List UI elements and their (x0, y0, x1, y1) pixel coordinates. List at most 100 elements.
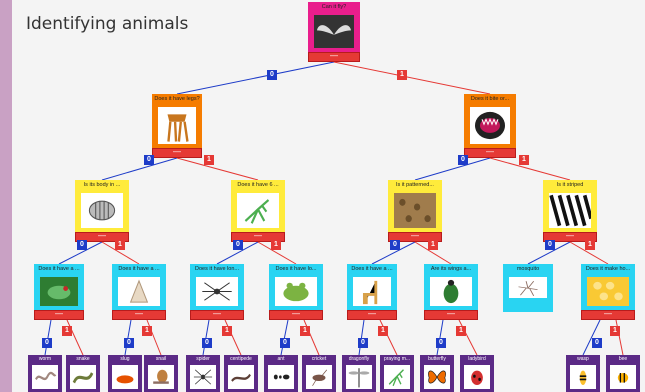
node-image (314, 15, 354, 48)
no-edge (44, 319, 52, 356)
node-image (587, 277, 629, 306)
no-answer-badge: 0 (358, 338, 368, 348)
node-button[interactable]: — (424, 310, 478, 320)
node-image (275, 277, 317, 306)
decision-node[interactable]: Does it make ho... — (581, 264, 635, 320)
giraffe-icon (353, 277, 391, 306)
yes-answer-badge: 1 (519, 155, 529, 165)
yes-answer-badge: 1 (456, 326, 466, 336)
leaf-label: cricket (311, 356, 327, 362)
decision-node[interactable]: Is it patterned...— (388, 180, 442, 242)
node-image (40, 277, 78, 306)
leaf-snake[interactable]: snake (66, 355, 100, 392)
leaf-image (384, 365, 410, 389)
decision-node[interactable]: Does it have a ... — (112, 264, 166, 320)
leaf-ant[interactable]: ant (264, 355, 298, 392)
leaf-centipede[interactable]: centipede (224, 355, 258, 392)
yes-answer-badge: 1 (378, 326, 388, 336)
leaf-dragonfly[interactable]: dragonfly (342, 355, 376, 392)
node-image (237, 193, 279, 228)
decision-node[interactable]: Does it have lo...— (269, 264, 323, 320)
node-label: Does it have a ... (351, 266, 393, 272)
leaf-label: dragonfly (348, 356, 370, 362)
node-button[interactable]: — (190, 310, 244, 320)
node-button[interactable]: — (388, 232, 442, 242)
leaf-slug[interactable]: slug (108, 355, 142, 392)
decision-node[interactable]: Can it fly?— (308, 2, 360, 62)
leaf-snail[interactable]: snail (144, 355, 178, 392)
legs-icon (158, 107, 196, 144)
ant-icon (268, 365, 294, 389)
yes-answer-badge: 1 (585, 240, 595, 250)
node-label: Is it striped (556, 182, 584, 188)
yes-answer-badge: 1 (397, 70, 407, 80)
decision-node[interactable]: Does it have a ...— (34, 264, 84, 320)
decision-node[interactable]: Is its body in ...— (75, 180, 129, 242)
decision-node[interactable]: Does it have legs?— (152, 94, 202, 158)
yes-answer-badge: 1 (204, 155, 214, 165)
worm-icon (32, 365, 58, 389)
leaf-worm[interactable]: worm (28, 355, 62, 392)
beetle-icon (430, 277, 472, 306)
no-edge (280, 319, 289, 356)
no-answer-badge: 0 (280, 338, 290, 348)
node-button[interactable]: — (308, 52, 360, 62)
leaf-image (148, 365, 174, 389)
no-answer-badge: 0 (77, 240, 87, 250)
leaf-wasp[interactable]: wasp (566, 355, 600, 392)
leaf-image (228, 365, 254, 389)
mosquito-icon (509, 277, 547, 298)
decision-node[interactable]: Does it have lon...— (190, 264, 244, 320)
no-edge (358, 319, 365, 356)
decision-node[interactable]: Is it striped — (543, 180, 597, 242)
no-answer-badge: 0 (592, 338, 602, 348)
node-label: Does it have a ... (118, 266, 160, 272)
honeycomb-icon (587, 277, 629, 306)
node-button[interactable]: — (269, 310, 323, 320)
node-button[interactable]: — (543, 232, 597, 242)
decision-node[interactable]: Does it bite or...— (464, 94, 516, 158)
leaf-label: snake (76, 356, 90, 362)
leaf-image (306, 365, 332, 389)
decision-node[interactable]: Does it have a ... — (347, 264, 397, 320)
cricket-icon (306, 365, 332, 389)
mouth-icon (470, 107, 510, 144)
decision-node[interactable]: Are its wings a... — (424, 264, 478, 320)
decision-node[interactable]: mosquito (503, 264, 553, 312)
node-label: Are its wings a... (430, 266, 472, 272)
leaf-butterfly[interactable]: butterfly (420, 355, 454, 392)
no-answer-badge: 0 (42, 338, 52, 348)
node-button[interactable]: — (152, 148, 202, 158)
leaf-label: worm (38, 356, 52, 362)
decision-node[interactable]: Does it have 6 ...— (231, 180, 285, 242)
yes-edge (66, 319, 84, 356)
leaf-spider[interactable]: spider (186, 355, 220, 392)
centipede-icon (228, 365, 254, 389)
no-edge (216, 241, 259, 265)
node-button[interactable]: — (347, 310, 397, 320)
leaf-cricket[interactable]: cricket (302, 355, 336, 392)
node-button[interactable]: — (112, 310, 166, 320)
yes-edge (615, 319, 624, 356)
leaf-bee[interactable]: bee (606, 355, 640, 392)
node-label: Does it make ho... (585, 266, 631, 272)
node-button[interactable]: — (464, 148, 516, 158)
no-answer-badge: 0 (436, 338, 446, 348)
node-image (81, 193, 123, 228)
leaf-label: slug (120, 356, 130, 362)
leaf-prayingm[interactable]: praying m... (380, 355, 414, 392)
leaf-ladybird[interactable]: ladybird (460, 355, 494, 392)
node-button[interactable]: — (34, 310, 84, 320)
node-button[interactable]: — (75, 232, 129, 242)
green-frog-icon (275, 277, 317, 306)
node-button[interactable]: — (231, 232, 285, 242)
zebra-stripes-icon (549, 193, 591, 228)
node-image (549, 193, 591, 228)
yes-edge (379, 319, 398, 356)
no-edge (527, 241, 571, 265)
ladybird-icon (464, 365, 490, 389)
node-button[interactable]: — (581, 310, 635, 320)
yes-edge (224, 319, 242, 356)
yes-edge (257, 241, 297, 265)
mantis-icon (384, 365, 410, 389)
